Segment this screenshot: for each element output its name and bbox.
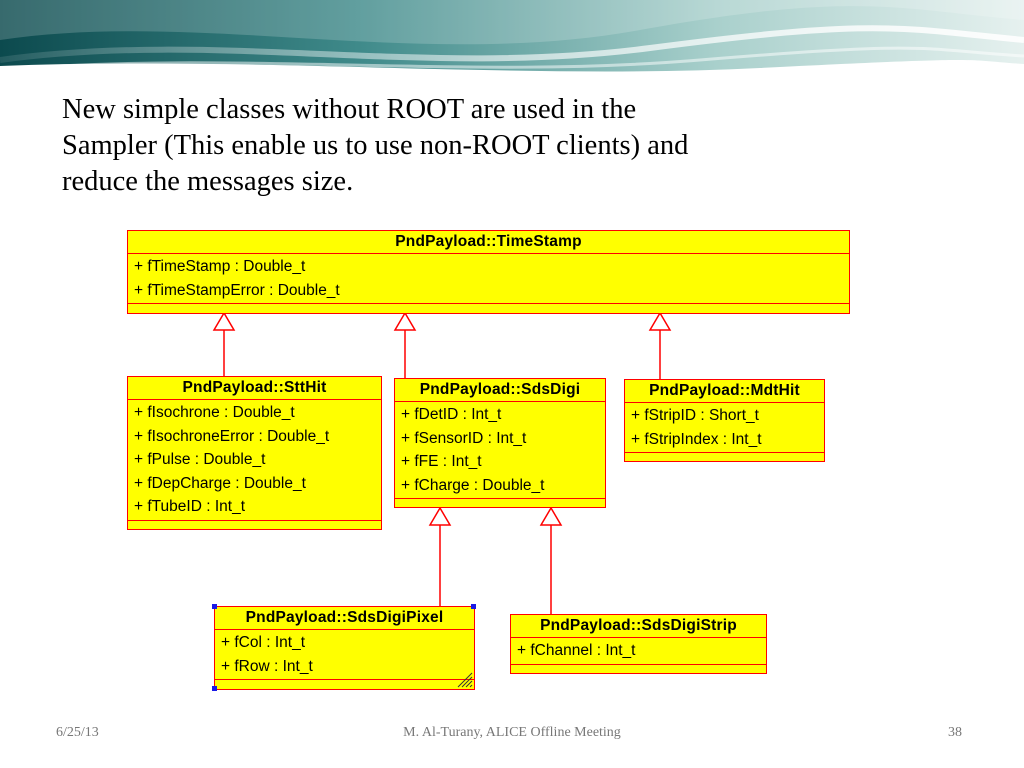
attribute: + fFE : Int_t (401, 453, 482, 470)
class-box-stthit: PndPayload::SttHit + fIsochrone : Double… (127, 376, 382, 530)
class-attributes: + fStripID : Short_t + fStripIndex : Int… (625, 403, 824, 453)
class-box-timestamp: PndPayload::TimeStamp + fTimeStamp : Dou… (127, 230, 850, 314)
attribute: + fStripID : Short_t (631, 407, 759, 424)
inheritance-arrowhead-sdsdigistrip (539, 506, 563, 526)
class-attributes: + fIsochrone : Double_t + fIsochroneErro… (128, 400, 381, 521)
inheritance-arrowhead-mdthit (648, 311, 672, 331)
footer-presenter: M. Al-Turany, ALICE Offline Meeting (403, 725, 621, 740)
class-name: PndPayload::SdsDigi (395, 379, 605, 402)
class-attributes: + fTimeStamp : Double_t + fTimeStampErro… (128, 254, 849, 304)
selection-handle-top-left[interactable] (212, 604, 217, 609)
resize-grip-icon (457, 672, 473, 688)
attribute: + fIsochroneError : Double_t (134, 427, 330, 445)
class-operations (625, 453, 824, 463)
class-box-sdsdigipixel: PndPayload::SdsDigiPixel + fCol : Int_t … (214, 606, 475, 690)
attribute: + fPulse : Double_t (134, 451, 266, 468)
attribute: + fCol : Int_t (221, 634, 306, 651)
class-name: PndPayload::TimeStamp (128, 231, 849, 254)
inheritance-arrowhead-stthit (212, 311, 236, 331)
class-attributes: + fCol : Int_t + fRow : Int_t (215, 630, 474, 680)
attribute: + fTimeStamp : Double_t (134, 258, 306, 275)
attribute: + fChannel : Int_t (517, 642, 636, 659)
class-name: PndPayload::SttHit (128, 377, 381, 400)
attribute: + fCharge : Double_t (401, 476, 545, 494)
attribute: + fDetID : Int_t (401, 406, 502, 423)
class-attributes: + fChannel : Int_t (511, 638, 766, 665)
body-line-2: Sampler (This enable us to use non-ROOT … (62, 130, 689, 161)
slide-body-text: New simple classes without ROOT are used… (62, 92, 962, 200)
class-box-sdsdigistrip: PndPayload::SdsDigiStrip + fChannel : In… (510, 614, 767, 674)
class-attributes: + fDetID : Int_t + fSensorID : Int_t + f… (395, 402, 605, 499)
class-operations (128, 304, 849, 314)
footer-page-number: 38 (948, 725, 962, 740)
class-box-sdsdigi: PndPayload::SdsDigi + fDetID : Int_t + f… (394, 378, 606, 508)
attribute: + fTubeID : Int_t (134, 498, 245, 515)
body-line-1: New simple classes without ROOT are used… (62, 94, 637, 125)
selection-handle-bottom-left[interactable] (212, 686, 217, 691)
footer-date: 6/25/13 (56, 725, 99, 740)
attribute: + fIsochrone : Double_t (134, 404, 295, 421)
class-box-mdthit: PndPayload::MdtHit + fStripID : Short_t … (624, 379, 825, 462)
class-operations (215, 680, 474, 690)
inheritance-arrowhead-sdsdigipixel (428, 506, 452, 526)
body-line-3: reduce the messages size. (62, 166, 354, 197)
attribute: + fTimeStampError : Double_t (134, 281, 340, 299)
selection-handle-top-right[interactable] (471, 604, 476, 609)
class-name: PndPayload::SdsDigiStrip (511, 615, 766, 638)
header-wave-banner (0, 0, 1024, 74)
attribute: + fRow : Int_t (221, 657, 313, 675)
attribute: + fStripIndex : Int_t (631, 430, 762, 448)
class-name: PndPayload::SdsDigiPixel (215, 607, 474, 630)
attribute: + fSensorID : Int_t (401, 429, 527, 447)
class-operations (511, 665, 766, 675)
class-operations (395, 499, 605, 509)
class-name: PndPayload::MdtHit (625, 380, 824, 403)
inheritance-arrowhead-sdsdigi (393, 311, 417, 331)
class-operations (128, 521, 381, 531)
attribute: + fDepCharge : Double_t (134, 474, 306, 492)
